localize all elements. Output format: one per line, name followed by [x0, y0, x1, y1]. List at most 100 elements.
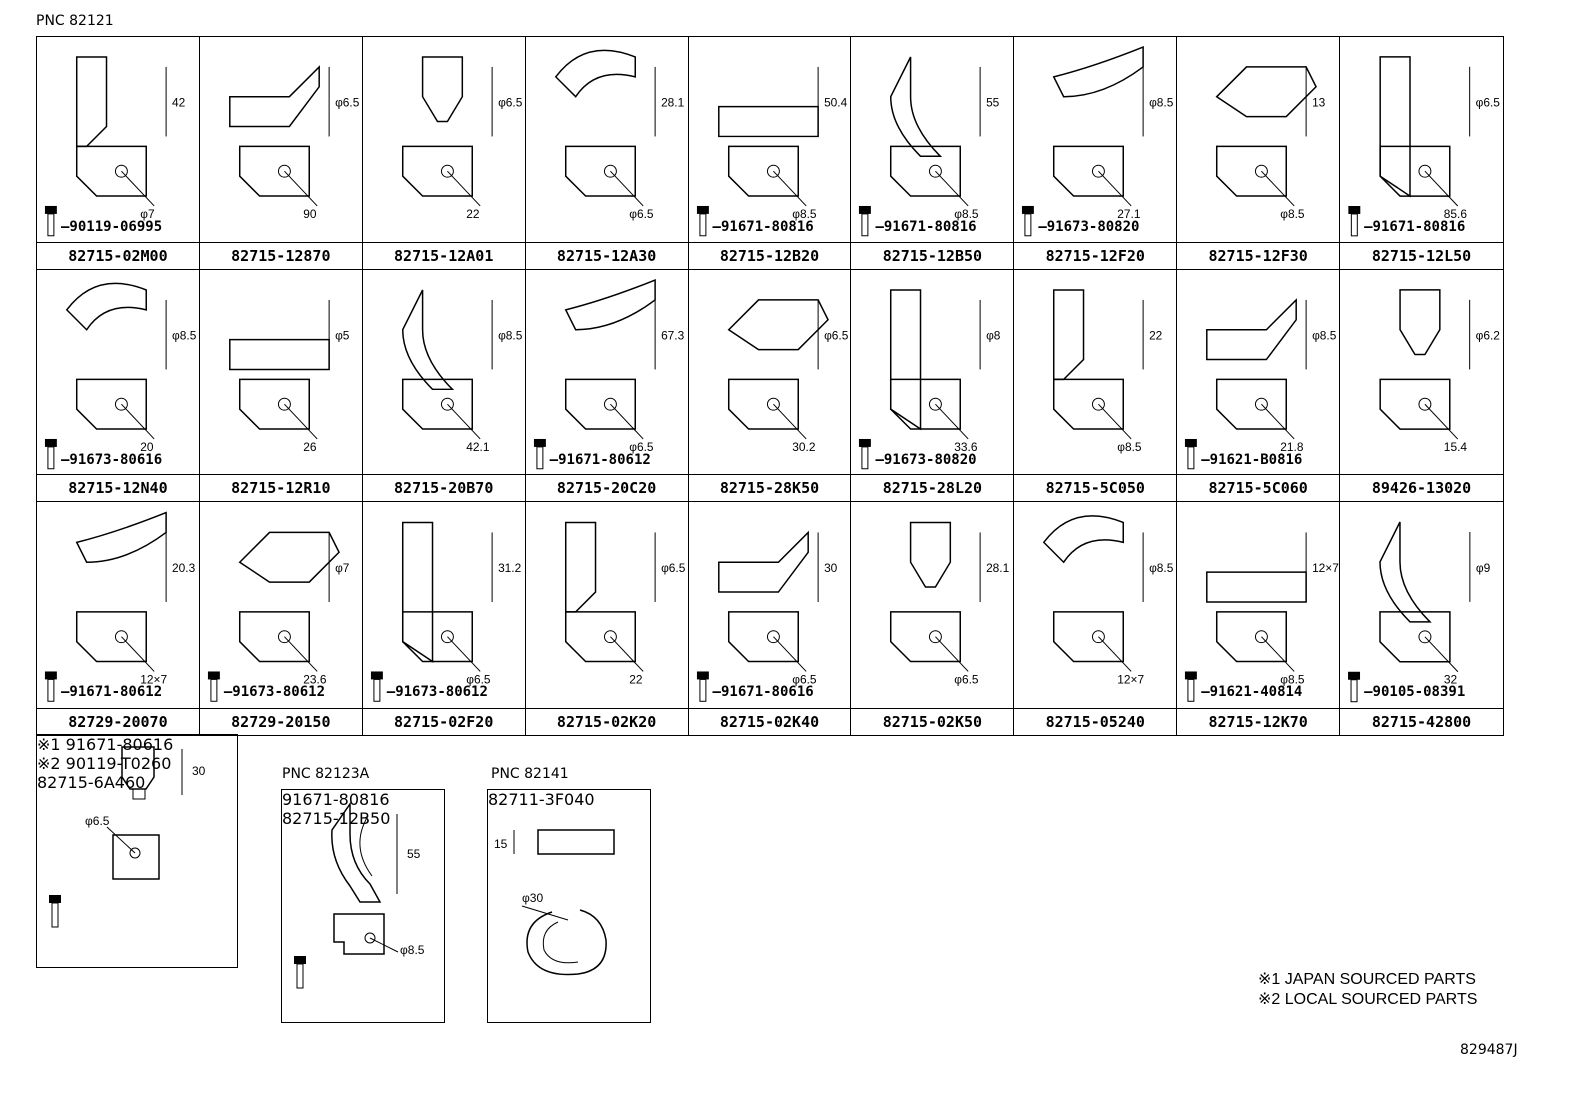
bracket-drawing: 50.4φ8.5	[696, 66, 848, 237]
bolt-icon	[370, 671, 383, 703]
bolt-number: —91671-80816	[875, 219, 977, 235]
bolt-number: —90119-06995	[61, 219, 163, 235]
dim-label: 21.8	[1281, 440, 1305, 454]
part-cell-82715-12B50-a[interactable]: 55 φ8.5 91671-80816 82715-12B50	[281, 789, 445, 1023]
bolt-icon	[1022, 205, 1035, 237]
part-number: 82715-12B20	[688, 241, 851, 269]
dim-label: φ8.5	[1149, 96, 1174, 110]
part-number: 82715-42800	[1340, 708, 1503, 735]
bolt-number: —91673-80616	[61, 451, 163, 468]
dim-label: φ8.5	[498, 328, 523, 342]
dim-label: 42.1	[466, 440, 490, 454]
dim-label: φ6.5	[629, 440, 654, 454]
bracket-drawing: φ8.512×7	[1043, 515, 1174, 687]
bolt-number: 91671-80816	[282, 790, 390, 809]
part-number: 82715-6A460	[37, 773, 146, 792]
dim-label: 15.4	[1444, 440, 1468, 454]
dim-label: φ7	[335, 561, 350, 575]
part-number: 82711-3F040	[488, 790, 595, 809]
bracket-drawing: φ6.585.6	[1348, 56, 1500, 237]
dim-label: 30	[824, 561, 838, 575]
bolt-icon	[696, 671, 709, 703]
dim-label: 30	[192, 764, 206, 778]
bracket-drawing: φ5 26	[228, 299, 350, 454]
part-number: 82715-5C060	[1177, 474, 1340, 501]
dim-label: 28.1	[661, 96, 685, 110]
dim-label: 28.1	[987, 561, 1011, 575]
part-number: 82715-20B70	[362, 474, 525, 501]
dim-label: φ6.5	[466, 673, 491, 687]
part-cell-82711-3F040[interactable]: 15 φ30 82711-3F040	[487, 789, 651, 1023]
part-number: 82715-12N40	[37, 474, 199, 501]
dim-label: 85.6	[1444, 207, 1468, 221]
part-number: 82715-02F20	[362, 708, 525, 735]
dim-label: 12×7	[1118, 673, 1145, 687]
bolt-icon	[44, 671, 57, 703]
dim-label: 42	[172, 96, 186, 110]
bolt-number: —91671-80612	[61, 684, 163, 701]
bolt-icon	[44, 438, 57, 469]
part-number: 82715-12K70	[1177, 708, 1340, 735]
part-number: 82715-12A01	[362, 241, 525, 269]
bracket-drawing: 30 φ6.5	[49, 746, 206, 928]
bracket-drawing: φ6.522	[564, 522, 685, 687]
part-cell-82715-6A460[interactable]: 30 φ6.5 ※1 91671-80616 ※2 90119-T0260 82…	[36, 734, 238, 968]
bolt-number-2: ※2 90119-T0260	[37, 754, 172, 773]
bracket-drawing: φ6.522	[401, 56, 522, 221]
part-number: 82715-28L20	[851, 474, 1014, 501]
dim-label: φ6.5	[824, 328, 849, 342]
dim-label: 22	[1149, 328, 1163, 342]
dim-label: 12×7	[1312, 561, 1339, 575]
bolt-number: —91673-80820	[875, 451, 977, 468]
note-japan: ※1 JAPAN SOURCED PARTS	[1258, 971, 1476, 988]
bolt-number: —91673-80612	[223, 684, 326, 701]
part-cell-82715-20B70[interactable]: φ8.5 42.1 82715-20B70	[362, 269, 526, 503]
part-number: 82715-02K40	[688, 708, 851, 735]
bracket-drawing: 20.312×7	[44, 511, 196, 703]
dim-label: 23.6	[303, 673, 327, 687]
pnc-label-a: PNC 82123A	[282, 766, 370, 782]
dim-label: φ8.5	[1281, 207, 1306, 221]
bracket-drawing: φ6.590	[228, 65, 360, 221]
part-number: 82715-12F20	[1014, 241, 1177, 269]
bolt-icon	[533, 438, 546, 469]
note-local: ※2 LOCAL SOURCED PARTS	[1258, 991, 1478, 1008]
bolt-number: —91673-80612	[386, 684, 488, 701]
dim-label: 50.4	[824, 96, 848, 110]
pnc-label-b: PNC 82141	[491, 766, 569, 782]
bolt-icon	[859, 205, 872, 237]
bolt-number: —91671-80616	[712, 684, 814, 701]
dim-label: φ5	[335, 328, 350, 342]
part-number: 82715-12870	[199, 241, 362, 269]
dim-label: 26	[303, 440, 317, 454]
part-number: 82715-12F30	[1177, 241, 1340, 269]
dim-label: φ6.5	[629, 207, 654, 221]
